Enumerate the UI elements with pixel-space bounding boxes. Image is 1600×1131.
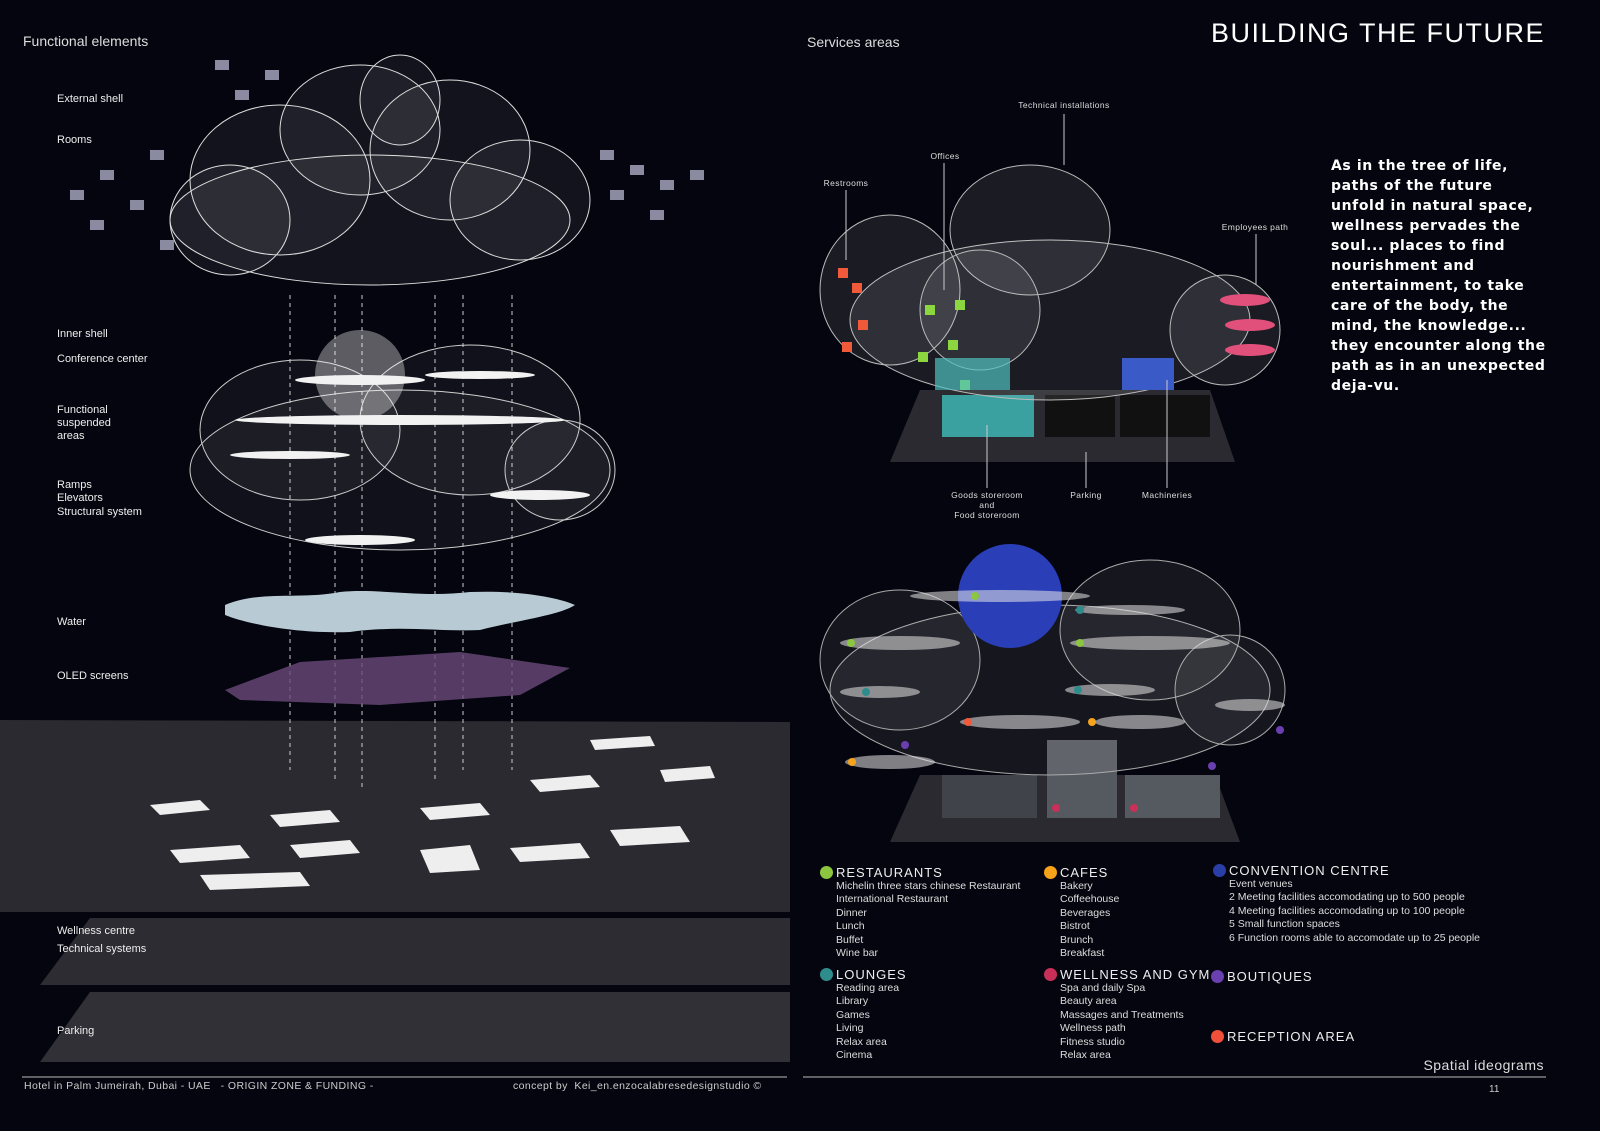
legend-item: Beauty area — [1060, 995, 1117, 1007]
parking-slab — [40, 992, 790, 1062]
label-wellness-centre: Wellness centre — [57, 925, 136, 937]
callout-storerooms: Goods storeroom and Food storeroom — [951, 490, 1023, 520]
oled-screens-layer — [225, 652, 570, 705]
callout-machineries: Machineries — [1141, 490, 1193, 500]
legend-title: RECEPTION AREA — [1227, 1029, 1356, 1044]
callout-parking: Parking — [1070, 490, 1102, 500]
legend-item: Michelin three stars chinese Restaurant — [836, 879, 1021, 892]
footer-project: Hotel in Palm Jumeirah, Dubai - UAE - OR… — [24, 1080, 374, 1092]
legend-item: Wellness path — [1060, 1022, 1126, 1034]
legend-item: Fitness studio — [1060, 1035, 1125, 1048]
footer-credit: concept by Kei_en.enzocalabresedesignstu… — [513, 1080, 762, 1092]
wellness-slab — [40, 918, 790, 985]
callout-employees-path: Employees path — [1221, 222, 1289, 232]
legend-item: Library — [836, 995, 869, 1007]
legend-item: Wine bar — [836, 947, 879, 959]
reception-dot-icon — [1211, 1030, 1224, 1044]
site-plan-ground — [0, 720, 790, 912]
legend-item: 6 Function rooms able to accomodate up t… — [1229, 931, 1480, 944]
legend-item: Bakery — [1060, 879, 1093, 892]
legend-title: LOUNGES — [836, 967, 907, 982]
legend-item: Lunch — [836, 920, 865, 932]
legend-item: 2 Meeting facilities accomodating up to … — [1229, 891, 1465, 903]
cafes-dot-icon — [1044, 866, 1057, 880]
water-layer — [225, 591, 575, 633]
label-inner-shell: Inner shell — [57, 328, 108, 340]
wellness-dot-icon — [1044, 968, 1057, 982]
label-elevators: Elevators — [57, 492, 103, 504]
callout-technical-installations: Technical installations — [1018, 100, 1110, 110]
legend-item: Brunch — [1060, 933, 1094, 946]
callout-offices: Offices — [930, 151, 960, 161]
legend-title: WELLNESS AND GYM — [1060, 967, 1211, 982]
label-water: Water — [57, 616, 86, 628]
boutiques-dot-icon — [1211, 970, 1224, 984]
legend-item: Reading area — [836, 981, 900, 994]
external-shell-cloud — [169, 54, 591, 286]
label-technical-systems: Technical systems — [57, 943, 147, 955]
label-oled-screens: OLED screens — [57, 670, 129, 682]
section-title-services-areas: Services areas — [807, 34, 900, 50]
page-number: 11 — [1489, 1084, 1500, 1095]
legend-item: International Restaurant — [836, 893, 949, 905]
label-conference-center: Conference center — [57, 353, 148, 365]
legend-reception: RECEPTION AREA — [1211, 1030, 1355, 1044]
legend-item: Relax area — [1060, 1049, 1111, 1061]
legend-title: BOUTIQUES — [1227, 969, 1313, 984]
legend-item: Relax area — [836, 1035, 887, 1048]
suspended-areas — [230, 371, 590, 545]
legend-title: CAFES — [1060, 865, 1109, 880]
services-cloud — [819, 164, 1281, 401]
label-external-shell: External shell — [57, 93, 124, 105]
callout-restrooms: Restrooms — [823, 178, 869, 188]
legend-item: Event venues — [1229, 877, 1293, 890]
convention-dot-icon — [1213, 864, 1226, 878]
legend-item: Bistrot — [1060, 920, 1090, 932]
legend-item: Games — [836, 1008, 870, 1021]
legend-item: Coffeehouse — [1060, 893, 1120, 905]
concept-paragraph: As in the tree of life, paths of the fut… — [1331, 158, 1546, 394]
legend-boutiques: BOUTIQUES — [1211, 970, 1313, 984]
label-structural-system: Structural system — [57, 506, 142, 518]
section-title-functional-elements: Functional elements — [23, 33, 149, 49]
legend-item: 4 Meeting facilities accomodating up to … — [1229, 904, 1465, 917]
restaurants-dot-icon — [820, 866, 833, 880]
legend-title: CONVENTION CENTRE — [1229, 863, 1390, 878]
legend-item: Cinema — [836, 1049, 873, 1061]
lounges-dot-icon — [820, 968, 833, 982]
label-ramps: Ramps — [57, 479, 92, 491]
subtitle-spatial-ideograms: Spatial ideograms — [1423, 1057, 1544, 1073]
legend-item: Massages and Treatments — [1060, 1008, 1184, 1021]
rooms-cluster — [70, 60, 704, 250]
page-title: BUILDING THE FUTURE — [1210, 18, 1545, 48]
legend-restaurants: RESTAURANTS Michelin three stars chinese… — [820, 866, 1020, 961]
label-rooms: Rooms — [57, 134, 92, 146]
legend-item: Dinner — [836, 906, 867, 919]
label-functional-suspended-areas: Functional suspended areas — [57, 404, 111, 442]
legend-item: Breakfast — [1060, 947, 1105, 959]
legend-item: 5 Small function spaces — [1229, 918, 1340, 930]
site-buildings — [150, 736, 715, 890]
legend-item: Spa and daily Spa — [1060, 981, 1146, 994]
legend-item: Buffet — [836, 933, 864, 946]
legend-item: Living — [836, 1022, 864, 1034]
label-parking: Parking — [57, 1025, 95, 1037]
legend-title: RESTAURANTS — [836, 865, 943, 880]
legend-item: Beverages — [1060, 906, 1111, 919]
